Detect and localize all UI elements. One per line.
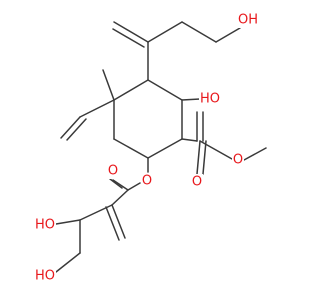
double-bond: [105, 206, 120, 241]
substituent-bond: [55, 219, 81, 225]
substituent-bond: [102, 69, 115, 101]
atom-label-o-methoxy: O: [233, 153, 243, 168]
atom-label-o-carbonyl-right: O: [192, 175, 202, 190]
double-bond: [202, 140, 207, 175]
double-bond: [66, 118, 87, 141]
ring-bond: [113, 138, 149, 159]
atom-label-layer: OH HO O O O O HO HO: [34, 12, 259, 284]
substituent-bond: [79, 99, 115, 118]
substituent-bond: [55, 252, 81, 273]
substituent-bond: [181, 138, 198, 142]
molecule-canvas: OH HO O O O O HO HO: [34, 12, 267, 284]
substituent-bond: [147, 21, 183, 43]
substituent-bond: [112, 179, 129, 191]
atom-label-oh-top: OH: [238, 13, 258, 28]
substituent-bond: [196, 140, 201, 175]
ring-bond: [113, 79, 149, 101]
atom-label-ho-side: HO: [35, 218, 55, 233]
double-bond: [60, 116, 81, 139]
atom-label-o-carbonyl-left: O: [108, 164, 118, 179]
substituent-bond: [243, 147, 267, 161]
ring-bond: [147, 79, 183, 101]
substituent-bond: [181, 21, 217, 43]
bond-layer: [55, 21, 267, 273]
substituent-bond: [111, 189, 129, 206]
substituent-bond: [215, 27, 241, 43]
atom-label-ho-terminal: HO: [35, 269, 55, 284]
molecule-structure: OH HO O O O O HO HO: [34, 12, 267, 284]
substituent-bond: [79, 204, 113, 221]
atom-label-o-ester: O: [142, 174, 152, 189]
ring-bond: [147, 138, 183, 159]
double-bond: [111, 204, 126, 239]
substituent-bond: [127, 182, 141, 191]
double-bond: [113, 21, 149, 43]
double-bond: [109, 178, 123, 189]
double-bond: [112, 28, 145, 48]
atom-label-ho-ring: HO: [200, 92, 220, 107]
substituent-bond: [181, 98, 201, 101]
